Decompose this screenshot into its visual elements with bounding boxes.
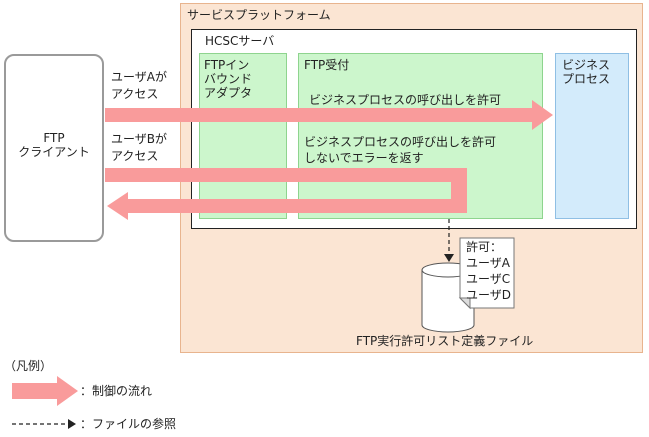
ftp-client-label-1: FTP bbox=[43, 131, 65, 145]
ftp-inbound-adapter-label-3: アダプタ bbox=[204, 86, 253, 100]
access-a-line-2: アクセス bbox=[111, 87, 159, 101]
legend-title: （凡例） bbox=[4, 359, 53, 373]
business-process-box bbox=[555, 53, 629, 219]
access-b-line-2: アクセス bbox=[111, 149, 159, 163]
user-a-flow-arrow bbox=[105, 100, 553, 130]
ftp-client-label-2: クライアント bbox=[18, 145, 90, 159]
allow-call-text: ビジネスプロセスの呼び出しを許可 bbox=[309, 93, 502, 107]
ftp-inbound-adapter-box bbox=[199, 53, 287, 219]
access-b-line-1: ユーザBが bbox=[111, 132, 167, 146]
legend-dashed-arrowhead bbox=[68, 419, 76, 429]
permission-user-a: ユーザA bbox=[466, 256, 510, 270]
business-process-label-2: プロセス bbox=[562, 72, 611, 86]
ftp-inbound-adapter-label-1: FTPイン bbox=[204, 58, 250, 72]
service-platform-label: サービスプラットフォーム bbox=[187, 8, 331, 22]
hcsc-server-label: HCSCサーバ bbox=[205, 34, 275, 48]
deny-call-text-2: しないでエラーを返す bbox=[304, 151, 424, 165]
ftp-receive-label: FTP受付 bbox=[304, 58, 350, 72]
permission-title: 許可： bbox=[466, 240, 503, 254]
permission-user-d: ユーザD bbox=[466, 288, 512, 302]
file-reference-arrowhead bbox=[444, 254, 454, 262]
legend-control-flow-arrow bbox=[12, 376, 78, 406]
business-process-label-1: ビジネス bbox=[562, 58, 611, 72]
ftp-receive-box bbox=[298, 53, 543, 219]
permission-note bbox=[458, 237, 515, 310]
deny-call-text-1: ビジネスプロセスの呼び出しを許可 bbox=[304, 135, 497, 149]
permission-file-label: FTP実行許可リスト定義ファイル bbox=[356, 334, 534, 348]
legend-file-reference-label: ：ファイルの参照 bbox=[80, 417, 177, 431]
access-a-line-1: ユーザAが bbox=[111, 70, 167, 84]
ftp-client-box bbox=[4, 54, 104, 242]
permission-user-c: ユーザC bbox=[466, 272, 511, 286]
legend-control-flow-label: ：制御の流れ bbox=[80, 384, 153, 398]
ftp-inbound-adapter-label-2: バウンド bbox=[204, 72, 253, 86]
user-b-flow-arrow bbox=[105, 168, 467, 220]
